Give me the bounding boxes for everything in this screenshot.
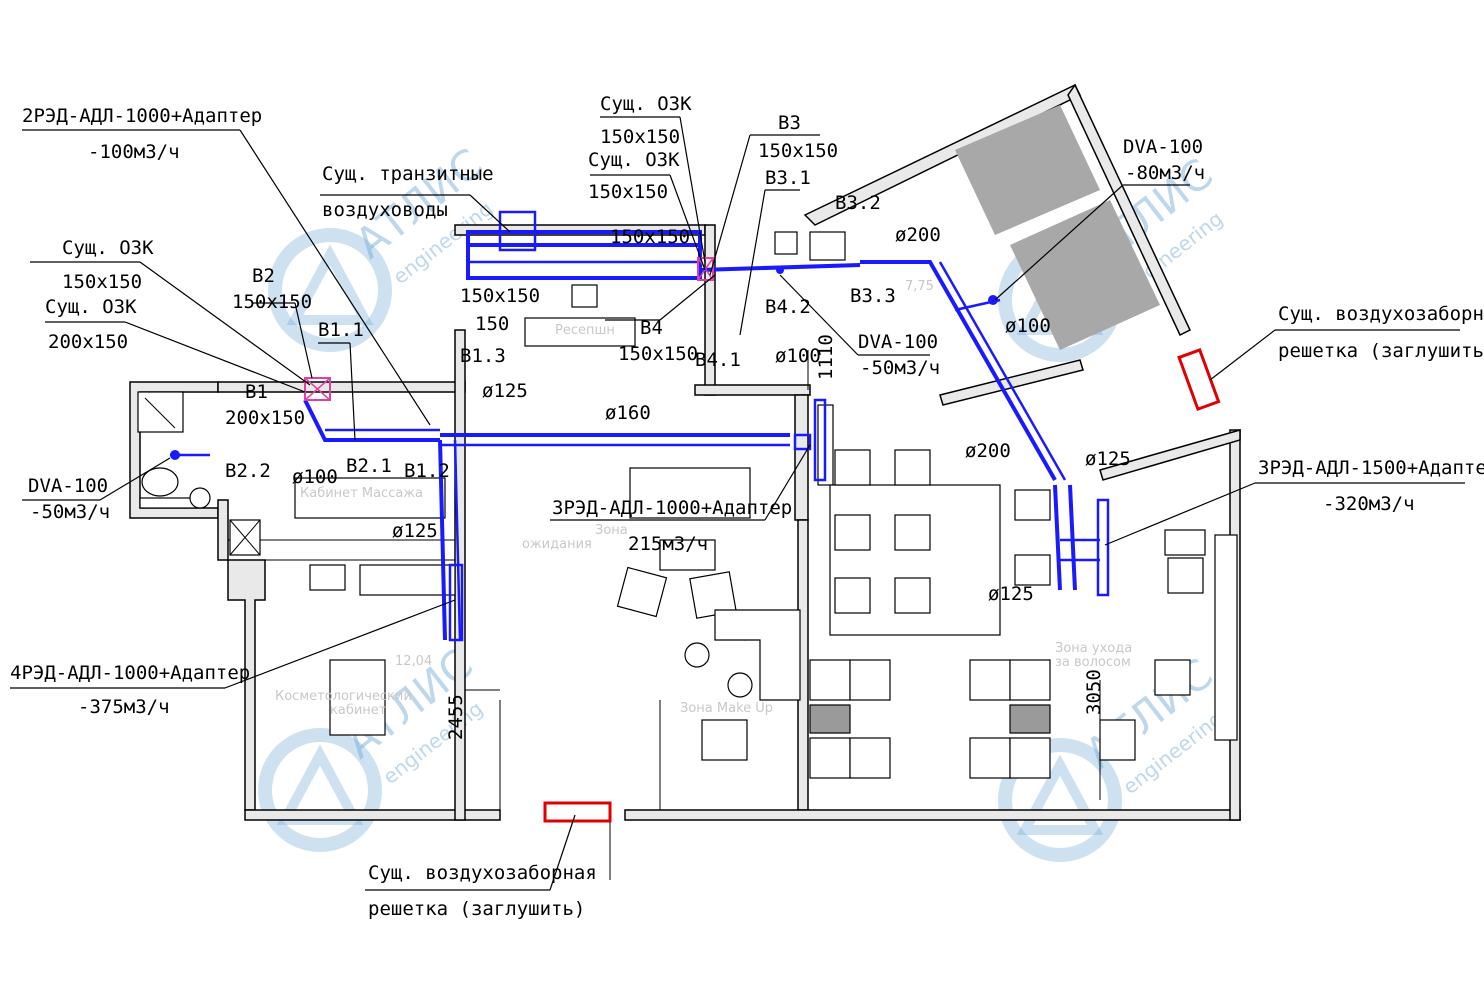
dimension-lines (464, 350, 1101, 800)
label-size-200x150-b1: 200х150 (225, 407, 305, 429)
label-rad-4red: 4РЭД-АДЛ-1000+Адаптер (10, 662, 250, 684)
label-b2: В2 (252, 265, 275, 287)
label-rad-3red-1000: 3РЭД-АДЛ-1000+Адаптер (552, 497, 792, 519)
room-waiting-1: Зона (595, 523, 628, 538)
label-rad-3red-1500: 3РЭД-АДЛ-1500+Адаптер (1258, 457, 1484, 479)
label-b3: В3 (778, 112, 801, 134)
label-size-150x150-left: 150х150 (460, 285, 540, 307)
label-size-150x150-b2: 150х150 (232, 291, 312, 313)
label-d200-top: ø200 (895, 224, 941, 246)
label-sush-ozk-2: Сущ. ОЗК (45, 296, 137, 318)
label-dim-1110: 1110 (815, 334, 837, 380)
label-d100-right: ø100 (1005, 315, 1051, 337)
label-size-150x150-top: 150х150 (610, 226, 690, 248)
label-rad-2red: 2РЭД-АДЛ-1000+Адаптер (22, 105, 262, 127)
label-size-150: 150 (475, 313, 509, 335)
fire-dampers (304, 257, 714, 401)
furniture (137, 231, 1238, 779)
label-b3-2: В3.2 (835, 192, 881, 214)
label-sush-tranzit-1: Сущ. транзитные (322, 163, 494, 185)
room-names: Ресепшн Кабинет Массажа Косметологически… (275, 279, 1132, 718)
label-sush-grille-bottom-1: Сущ. воздухозаборная (368, 862, 597, 884)
label-size-150x150-top3: 150х150 (588, 181, 668, 203)
room-waiting-2: ожидания (522, 537, 592, 552)
label-size-150x150-a: 150х150 (62, 271, 142, 293)
room-massage: Кабинет Массажа (300, 486, 423, 501)
label-d160: ø160 (605, 402, 651, 424)
label-flow-375: -375м3/ч (78, 696, 170, 718)
label-b1-2: В1.2 (404, 460, 450, 482)
label-flow-100: -100м3/ч (88, 141, 180, 163)
label-b1-3: В1.3 (460, 345, 506, 367)
label-sush-grille-right-2: решетка (заглушить) (1278, 340, 1484, 362)
label-d125-a: ø125 (482, 380, 528, 402)
label-dim-3050: 3050 (1083, 669, 1105, 715)
label-b3-3: В3.3 (850, 285, 896, 307)
room-hair-1: Зона ухода (1055, 641, 1132, 656)
room-makeup: Зона Make Up (680, 701, 773, 716)
roof-panels (955, 105, 1160, 350)
label-dva100-mid: DVA-100 (858, 331, 938, 353)
existing-grilles (543, 348, 1221, 823)
label-b3-1: В3.1 (765, 167, 811, 189)
room-reception: Ресепшн (555, 323, 615, 338)
label-b2-1: В2.1 (346, 455, 392, 477)
label-b4-1: В4.1 (695, 349, 741, 371)
label-flow-215: 215м3/ч (628, 533, 708, 555)
room-area-2: 7,75 (905, 279, 934, 294)
label-dim-2455: 2455 (445, 694, 467, 740)
room-area-1: 12,04 (395, 654, 432, 669)
label-sush-ozk-1: Сущ. ОЗК (62, 237, 154, 259)
label-size-150x150-b3: 150х150 (758, 140, 838, 162)
label-sush-grille-bottom-2: решетка (заглушить) (368, 898, 585, 920)
label-b4: В4 (640, 317, 663, 339)
label-b1-1: В1.1 (318, 319, 364, 341)
room-hair-2: за волосом (1055, 655, 1131, 670)
label-size-150x150-b4: 150х150 (618, 343, 698, 365)
annotation-labels: 2РЭД-АДЛ-1000+Адаптер -100м3/ч Сущ. ОЗК … (10, 93, 1484, 920)
label-d200-right: ø200 (965, 440, 1011, 462)
label-sush-tranzit-2: воздуховоды (322, 199, 448, 221)
label-b2-2: В2.2 (225, 460, 271, 482)
label-dva100-left: DVA-100 (28, 475, 108, 497)
label-d100-mid: ø100 (775, 345, 821, 367)
label-sush-grille-right-1: Сущ. воздухозаборная (1278, 303, 1484, 325)
label-flow-320: -320м3/ч (1323, 493, 1415, 515)
label-flow-50-left: -50м3/ч (30, 501, 110, 523)
label-d125-right1: ø125 (1085, 448, 1131, 470)
label-size-200x150-a: 200х150 (48, 331, 128, 353)
label-sush-ozk-top2: Сущ. ОЗК (588, 149, 680, 171)
label-b4-2: В4.2 (765, 296, 811, 318)
label-b1: В1 (245, 381, 268, 403)
label-d125-b: ø125 (392, 520, 438, 542)
label-d125-right2: ø125 (988, 583, 1034, 605)
room-cosmetology-1: Косметологический (275, 689, 412, 704)
room-cosmetology-2: кабинет (330, 703, 387, 718)
label-flow-80: -80м3/ч (1125, 162, 1205, 184)
label-dva100-right: DVA-100 (1123, 136, 1203, 158)
label-d100-left: ø100 (292, 466, 338, 488)
leader-lines (10, 116, 1465, 891)
label-size-150x150-top2: 150х150 (600, 126, 680, 148)
label-sush-ozk-top1: Сущ. ОЗК (600, 93, 692, 115)
label-flow-50-mid: -50м3/ч (860, 357, 940, 379)
